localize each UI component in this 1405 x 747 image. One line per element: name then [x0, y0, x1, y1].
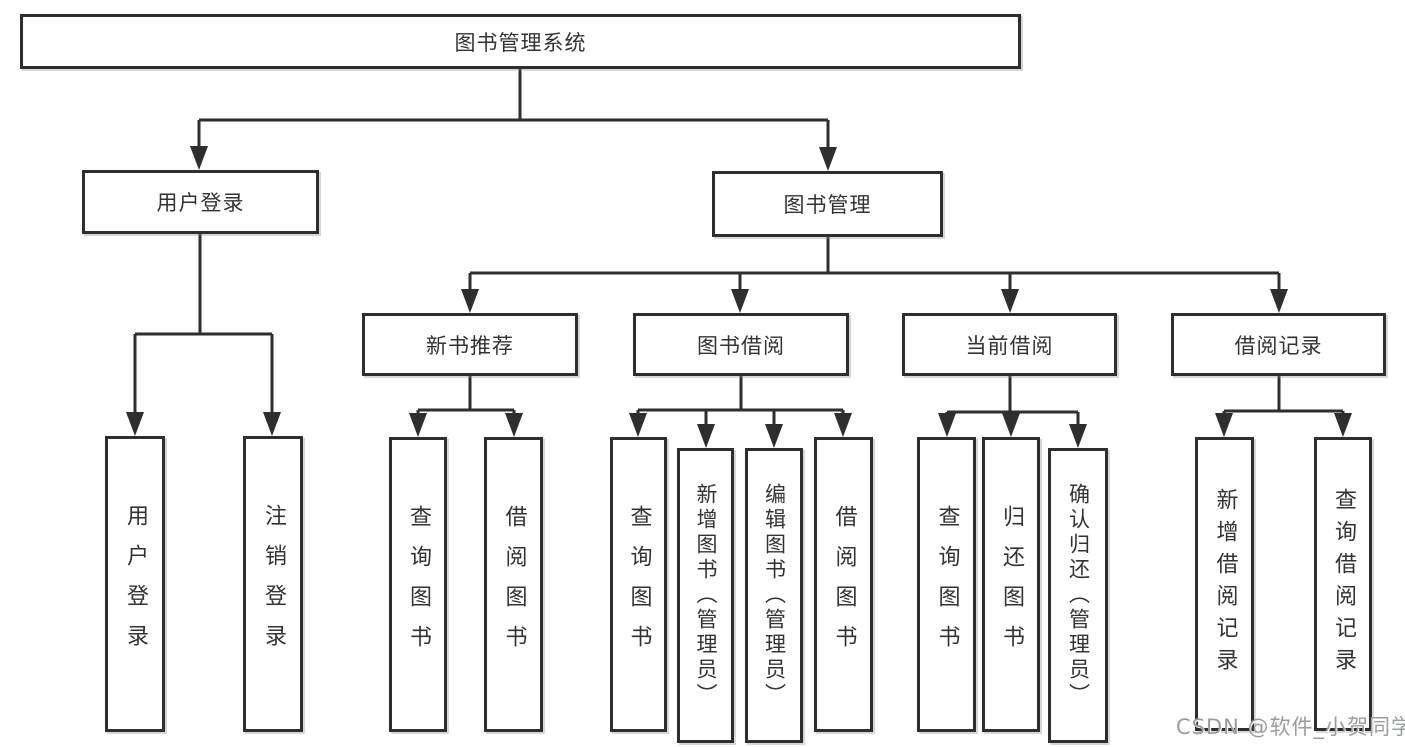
node-user-login-branch: 用户登录 [82, 170, 319, 234]
leaf-borrow-books-recommend: 借阅图书 [484, 437, 543, 732]
leaf-add-book-admin: 新增图书（管理员） [677, 448, 734, 743]
leaf-confirm-return-admin: 确认归还（管理员） [1048, 448, 1108, 743]
node-borrowing-records: 借阅记录 [1171, 313, 1386, 376]
leaf-add-borrow-record: 新增借阅记录 [1195, 437, 1254, 731]
leaf-query-books-current: 查询图书 [917, 437, 976, 732]
node-library-management-system: 图书管理系统 [20, 14, 1021, 69]
csdn-watermark: CSDN @软件_小贺同学 [1176, 715, 1405, 739]
arrowheads [126, 146, 1352, 448]
leaf-edit-book-admin: 编辑图书（管理员） [745, 448, 803, 743]
leaf-borrow-books-borrowing: 借阅图书 [814, 437, 873, 732]
leaf-user-login: 用户登录 [105, 436, 165, 732]
node-new-book-recommendation: 新书推荐 [362, 313, 578, 376]
leaf-query-borrow-record: 查询借阅记录 [1314, 437, 1372, 731]
leaf-query-books-borrowing: 查询图书 [610, 437, 667, 732]
node-book-management-branch: 图书管理 [712, 171, 943, 237]
leaf-return-books: 归还图书 [982, 437, 1040, 732]
node-current-borrowing: 当前借阅 [902, 313, 1117, 376]
node-book-borrowing: 图书借阅 [633, 313, 849, 376]
leaf-query-books-recommend: 查询图书 [389, 437, 447, 732]
leaf-logout-login: 注销登录 [243, 436, 303, 732]
